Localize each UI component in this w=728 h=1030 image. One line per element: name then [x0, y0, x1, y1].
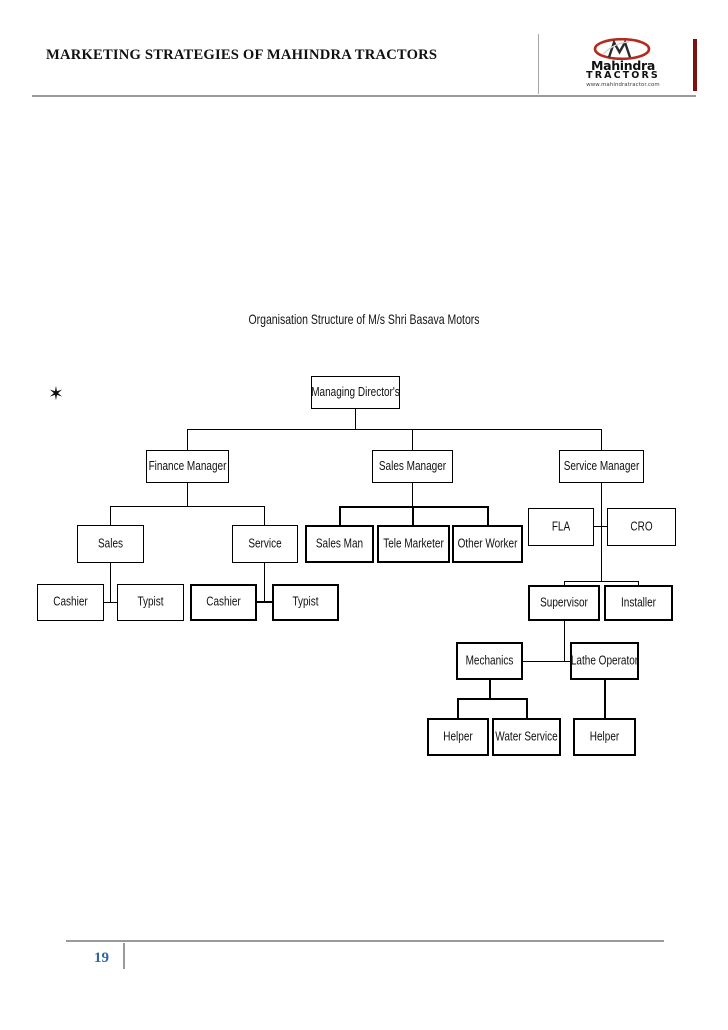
connector-service-stem — [264, 563, 265, 602]
connector-finance-stem — [187, 483, 188, 506]
connector-to-tele-marketer — [412, 506, 414, 525]
logo-subtitle: TRACTORS — [586, 70, 660, 81]
org-node-installer: Installer — [604, 585, 673, 621]
org-node-helper-mechanics: Helper — [427, 718, 489, 756]
org-node-finance-manager: Finance Manager — [146, 450, 229, 483]
connector-to-finance-manager — [187, 429, 188, 450]
connector-to-supervisor — [564, 581, 565, 586]
connector-to-installer — [638, 581, 639, 586]
org-node-supervisor: Supervisor — [528, 585, 600, 621]
org-node-service: Service — [232, 525, 298, 563]
connector-supervisor-bus — [564, 581, 639, 582]
org-node-cashier-service: Cashier — [190, 584, 257, 621]
org-node-managing-directors: Managing Director's — [311, 376, 400, 409]
footer-tick — [123, 943, 125, 969]
connector-cashier1-typist1-link — [104, 602, 118, 603]
connector-finance-bus — [110, 506, 265, 507]
connector-to-sales-man — [339, 506, 341, 525]
org-node-service-manager: Service Manager — [559, 450, 644, 483]
connector-level1-bus — [187, 429, 601, 430]
page-number: 19 — [94, 950, 109, 966]
connector-sales-mgr-stem — [412, 483, 413, 506]
org-node-tele-marketer: Tele Marketer — [377, 525, 450, 563]
mahindra-swoosh-icon — [593, 38, 651, 60]
page-header: MARKETING STRATEGIES OF MAHINDRA TRACTOR… — [0, 0, 728, 100]
connector-to-service — [264, 506, 265, 525]
connector-to-sales — [110, 506, 111, 525]
connector-mechanics-bus — [457, 698, 527, 700]
connector-sales-stem — [110, 563, 111, 602]
connector-mechanics-lathe-link — [523, 661, 574, 662]
connector-service-mgr-spine — [601, 483, 602, 581]
connector-to-other-worker — [487, 506, 489, 525]
connector-to-service-manager — [601, 429, 602, 450]
connector-to-helper-mechanics — [457, 698, 459, 718]
header-divider — [538, 34, 539, 94]
org-node-typist-service: Typist — [272, 584, 339, 621]
chart-title: Organisation Structure of M/s Shri Basav… — [248, 312, 480, 328]
connector-lathe-stem — [604, 680, 606, 718]
header-rule — [32, 95, 696, 97]
connector-fla-cro-link — [561, 526, 641, 527]
org-node-cashier-finance: Cashier — [37, 584, 104, 621]
connector-mechanics-stem — [489, 680, 491, 698]
logo-wordmark: Mahindra — [590, 58, 656, 73]
org-node-cro: CRO — [607, 508, 676, 546]
connector-to-sales-manager — [412, 429, 413, 450]
org-node-sales-manager: Sales Manager — [372, 450, 453, 483]
mahindra-tractors-logo: Mahindra TRACTORS www.mahindratractor.co… — [561, 38, 685, 90]
connector-to-water-service — [526, 698, 528, 718]
connector-md-stem — [355, 409, 356, 429]
org-node-sales-man: Sales Man — [305, 525, 374, 563]
org-node-mechanics: Mechanics — [456, 642, 523, 680]
org-node-fla: FLA — [528, 508, 594, 546]
org-node-typist-finance: Typist — [117, 584, 184, 621]
org-node-other-worker: Other Worker — [452, 525, 523, 563]
bullet-star-icon: ✶ — [48, 383, 64, 405]
org-node-lathe-operator: Lathe Operator — [570, 642, 639, 680]
header-accent-bar — [693, 39, 697, 91]
org-node-water-service: Water Service — [492, 718, 561, 756]
logo-url: www.mahindratractor.com — [586, 82, 660, 88]
connector-cashier2-typist2-link — [257, 601, 273, 603]
connector-supervisor-stem — [564, 621, 565, 661]
footer-rule — [66, 940, 664, 942]
page-title: MARKETING STRATEGIES OF MAHINDRA TRACTOR… — [46, 47, 438, 63]
org-node-sales: Sales — [77, 525, 144, 563]
org-node-helper-lathe: Helper — [573, 718, 636, 756]
